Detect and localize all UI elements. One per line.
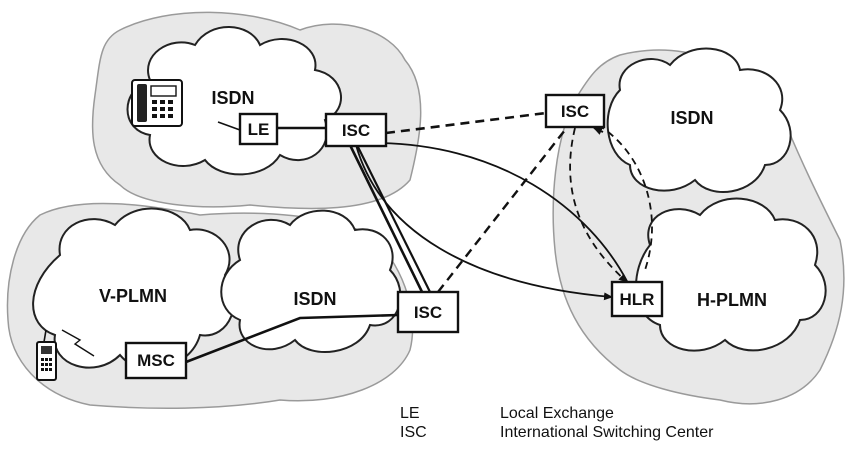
legend-abbr-isc: ISC <box>400 424 427 441</box>
cloud-isdn-right <box>606 47 792 193</box>
legend-meaning-le: Local Exchange <box>500 405 614 422</box>
node-hlr: HLR <box>610 280 664 318</box>
telephone-icon <box>131 79 183 127</box>
dashed-isc-bottom-to-isc-right <box>437 129 566 293</box>
node-le-label: LE <box>248 120 270 139</box>
dashed-arrowhead <box>593 127 604 135</box>
cloud-label-v-plmn: V-PLMN <box>99 286 167 306</box>
node-msc: MSC <box>124 341 188 380</box>
node-isc-bottom: ISC <box>396 290 460 334</box>
legend-meaning-isc: International Switching Center <box>500 424 714 441</box>
legend: LE Local Exchange ISC International Swit… <box>400 405 714 441</box>
node-le: LE <box>238 112 279 146</box>
radio-link <box>61 329 95 357</box>
node-isc-right: ISC <box>544 93 606 129</box>
mobile-phone-icon <box>36 329 57 381</box>
link-isc-isc-bold-2 <box>356 144 434 299</box>
node-isc-top: ISC <box>324 112 388 148</box>
node-msc-label: MSC <box>137 351 175 370</box>
node-isc-bottom-label: ISC <box>414 303 442 322</box>
arrow-isc-to-hlr <box>355 144 613 301</box>
cloud-h-plmn <box>635 197 827 352</box>
dashed-isc-right-loop <box>597 124 653 271</box>
node-isc-right-label: ISC <box>561 102 589 121</box>
cloud-label-isdn-top-left: ISDN <box>211 88 254 108</box>
cloud-label-isdn-bottom: ISDN <box>293 289 336 309</box>
dashed-isc-right-to-hlr <box>569 127 628 283</box>
node-hlr-label: HLR <box>620 290 655 309</box>
dashed-isc-to-isc-top <box>385 111 547 135</box>
link-isc-isc-bold-1 <box>348 144 427 299</box>
cloud-label-isdn-right: ISDN <box>670 108 713 128</box>
link-phone-le <box>217 121 241 131</box>
node-isc-top-label: ISC <box>342 121 370 140</box>
link-msc-isc <box>185 313 399 364</box>
arrow-hlr-to-isc <box>363 138 629 284</box>
legend-abbr-le: LE <box>400 405 420 422</box>
cloud-label-h-plmn: H-PLMN <box>697 290 767 310</box>
